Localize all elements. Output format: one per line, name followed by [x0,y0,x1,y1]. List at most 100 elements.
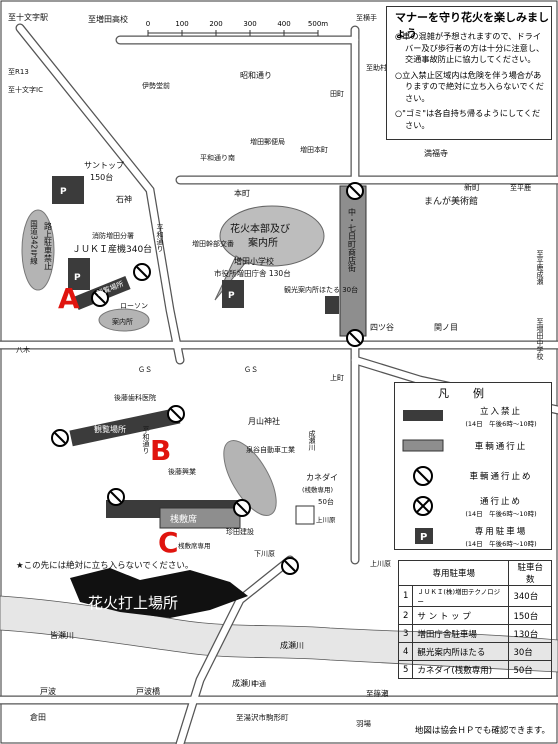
no-entry-markers [51,182,364,575]
no-entry-icon [233,499,251,517]
label-minase: 皆瀬川 [50,630,74,640]
launch-site [70,568,248,618]
table-cell-no: 2 [397,606,414,625]
label-suketoku: 至助村 [366,63,387,72]
marker-c: C [158,526,179,559]
label-hotaru: 観光案内所ほたる 30台 [284,285,358,294]
label-manga: まんが美術館 [424,195,478,207]
juki-parking [68,258,90,290]
label-kanedai-sub: (桟敷専用) [302,485,333,494]
hotaru-parking [325,296,339,314]
footer-note: 地図は協会ＨＰでも確認できます。 [414,726,550,736]
label-shrine: 月山神社 [248,416,280,426]
label-masuda-jhs: 至増田中学校 [536,318,544,361]
table-cell-no: 3 [397,624,414,643]
info-zone [98,308,150,332]
no-entry-icon [91,289,109,307]
black-bar-icon [403,410,443,421]
notice-item: ○車の混雑が予想されますので、ドライバー及び歩行者の方は十分に注意し、交通事故防… [395,31,545,64]
table-cell-name: ＪＵＫＩ(株)増田テクノロジー [412,585,510,607]
label-hon-machi: 本町 [234,188,250,198]
label-kamikawara-right: 上川原 [370,559,391,568]
label-hq-line2: 案内所 [248,236,278,249]
no-entry-icon [51,429,69,447]
parking-icon: P [415,528,433,544]
label-hiraka-right: 至平鹿 [510,183,531,192]
no-entry-icon [346,329,364,347]
label-kamikawara: 上川原 [316,515,336,524]
legend-sub: (14日 午後6時〜10時) [465,510,537,518]
map-labels: 至十文字駅 至増田高校 至横手 至R13 至十文字IC 伊勢堂前 昭和通り 田町… [8,12,544,728]
marker-a: A [58,282,80,315]
scale-mark: 0 [146,20,150,28]
table-row: 3 増田庁舎駐車場 130台 [397,624,552,643]
label-ishigami: 石神 [116,194,132,204]
label-narusegawa-bottom: 成瀬川 [232,678,256,688]
svg-text:P: P [60,187,67,197]
restricted-zone [223,440,277,516]
label-heian-dori: 平和通り [142,426,150,454]
sajiki-seat-block [159,507,241,529]
no-passage-icon [413,496,433,516]
label-masuda-cho: 増田本町 [300,145,328,154]
label-route342: 国道342号線 [29,220,38,265]
parking-table-header-cell: 専用駐車場 [397,560,510,586]
legend-row: 車輌通行止め [395,461,551,491]
table-cell-no: 5 [397,660,414,679]
table-row: 1 ＪＵＫＩ(株)増田テクノロジー 340台 [397,585,552,607]
legend-row: 車輌通行止 [395,431,551,461]
label-yuzawa: 至湯沢市駒形町 [236,712,289,722]
label-lawson: ローソン [120,302,148,310]
table-cell-name: 増田庁舎駐車場 [412,624,510,643]
table-row: 2 サ ン ト ッ プ 150台 [397,606,552,625]
table-cell-count: 340台 [508,585,552,607]
no-entry-icon [133,263,151,281]
label-masuda-hs: 至増田高校 [88,14,128,24]
notice-item: ○"ゴミ"は各自持ち帰るようにしてください。 [395,108,541,130]
legend-sub: (14日 午後6時〜10時) [465,540,537,548]
label-kurata: 倉田 [30,712,46,722]
label-habashi: 羽場 [356,718,371,728]
no-entry-icon [413,466,433,486]
label-sekinome: 関ノ目 [434,323,458,332]
label-post-office: 増田郵便局 [250,137,285,146]
label-mitsuzo: 満福寺 [424,149,448,158]
label-dental: 後藤歯科医院 [114,393,156,402]
label-tamachi: 田町 [330,90,344,98]
legend-label: 車輌通行止め [469,472,533,482]
label-kanedai: カネダイ [306,472,338,482]
label-kanedai-count: 50台 [318,497,334,506]
label-izumiya: 泉谷自動車工業 [246,445,295,454]
legend-label: 立入禁止 [479,407,522,417]
parking-letters: P P P [60,187,235,301]
label-toba2: 戸波橋 [136,686,160,696]
legend-sub: (14日 午後6時〜10時) [465,420,537,428]
parking-table: 専用駐車場 駐車台数 1 ＪＵＫＩ(株)増田テクノロジー 340台 2 サ ン … [397,560,552,679]
label-kamimachi: 上町 [330,373,344,382]
label-info: 案内所 [112,317,133,326]
label-showa: 昭和通り [240,70,272,80]
no-entry-icon [281,557,299,575]
gray-bar-icon [402,439,444,452]
label-yokote-top: 至横手 [356,13,377,22]
label-juuji-station: 至十文字駅 [8,12,48,22]
scale-mark: 400 [277,20,290,28]
notice-box: マナーを守り花火を楽しみましょう ○車の混雑が予想されますので、ドライバー及び歩… [386,6,552,140]
label-police: 増田幹部交番 [192,239,234,248]
label-school: 増田小学校 [234,256,274,266]
table-cell-count: 50台 [508,660,552,679]
no-entry-icon [167,405,185,423]
scale-mark: 500m [308,20,328,28]
label-hanabi: 花火打上場所 [88,594,178,612]
label-r13: 至R13 [8,68,29,76]
label-goto-kogyo: 後藤興業 [168,467,196,476]
scale-mark: 100 [175,20,188,28]
suntop-parking [52,176,84,204]
label-warning: ★この先には絶対に立ち入らないでください。 [16,560,193,571]
table-row: 4 観光案内所ほたる 30台 [397,642,552,661]
label-no-parking: 路上駐車禁止 [44,221,53,270]
svg-text:P: P [228,291,235,301]
legend-row: 立入禁止 (14日 午後6時〜10時) [395,401,551,431]
parking-table-header-cell: 駐車台数 [508,560,552,586]
label-fire-station: 消防増田分署 [92,231,134,240]
